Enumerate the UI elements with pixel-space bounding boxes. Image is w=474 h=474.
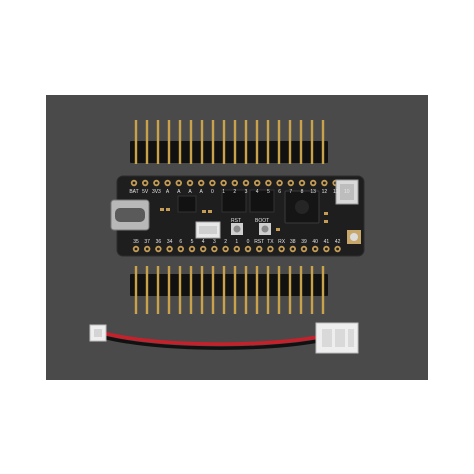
- header-pin: [288, 266, 292, 314]
- chip-2: [249, 189, 275, 213]
- top-pin-label: A: [188, 189, 192, 195]
- header-pin: [167, 266, 171, 314]
- bottom-pin-label: 42: [335, 239, 341, 245]
- header-pin: [244, 266, 248, 314]
- bottom-pin-label: 40: [312, 239, 318, 245]
- top-pin-label: 8: [301, 189, 304, 195]
- chip-regulator: [177, 195, 197, 213]
- bottom-pin-label: TX: [267, 239, 274, 245]
- header-pin: [255, 120, 259, 164]
- top-pin-label: A: [177, 189, 181, 195]
- top-pin-label: 12: [322, 189, 328, 195]
- header-pin: [321, 266, 325, 314]
- top-pin-label: 6: [278, 189, 281, 195]
- top-pin-label: 5V: [142, 189, 149, 195]
- header-pin: [277, 120, 281, 164]
- bottom-pin-label: 41: [324, 239, 330, 245]
- header-pin: [299, 120, 303, 164]
- bottom-pin-label: 36: [156, 239, 162, 245]
- header-pin: [200, 120, 204, 164]
- top-pin-label: 13: [310, 189, 316, 195]
- bottom-pin-label: 4: [202, 239, 205, 245]
- header-pin: [178, 266, 182, 314]
- header-pin: [211, 120, 215, 164]
- header-pin: [222, 266, 226, 314]
- top-pin-label: 5: [267, 189, 270, 195]
- header-pin: [189, 120, 193, 164]
- header-pin: [200, 266, 204, 314]
- top-pin-label: 3: [245, 189, 248, 195]
- bottom-pin-label: 3: [213, 239, 216, 245]
- bottom-pin-label: 35: [133, 239, 139, 245]
- boot-label: BOOT: [255, 218, 269, 224]
- bottom-pin-label: 34: [167, 239, 173, 245]
- header-pin: [266, 120, 270, 164]
- bottom-pin-label: 2: [224, 239, 227, 245]
- top-pin-label: 11: [333, 189, 338, 195]
- header-pin: [233, 266, 237, 314]
- jst-cable: [89, 322, 359, 354]
- header-pin: [156, 120, 160, 164]
- header-pin: [277, 266, 281, 314]
- header-pin: [321, 120, 325, 164]
- top-pin-label: 1: [222, 189, 225, 195]
- header-pin: [299, 266, 303, 314]
- bottom-pin-label: 38: [290, 239, 296, 245]
- bottom-pin-label: RX: [278, 239, 286, 245]
- top-pin-label: 4: [256, 189, 259, 195]
- top-pin-label: 0: [211, 189, 214, 195]
- bottom-pin-label: 1: [235, 239, 238, 245]
- top-pin-label: A: [200, 189, 204, 195]
- header-pin: [189, 266, 193, 314]
- header-pin: [266, 266, 270, 314]
- header-pin: [310, 120, 314, 164]
- top-pin-header: [130, 120, 328, 164]
- bottom-pin-label: 37: [144, 239, 150, 245]
- top-pin-label: 3V3: [152, 189, 161, 195]
- chip-1: [221, 189, 247, 213]
- bottom-pin-label: 39: [301, 239, 307, 245]
- top-pin-label: 2: [233, 189, 236, 195]
- top-pin-label: BAT: [129, 189, 138, 195]
- header-pin: [222, 120, 226, 164]
- header-pin: [310, 266, 314, 314]
- top-pin-label: A: [166, 189, 170, 195]
- header-pin: [145, 120, 149, 164]
- header-pin: [288, 120, 292, 164]
- header-pin: [233, 120, 237, 164]
- top-pin-label: 10: [344, 189, 350, 195]
- header-pin: [211, 266, 215, 314]
- header-pin: [156, 266, 160, 314]
- header-pin: [167, 120, 171, 164]
- header-pin: [134, 266, 138, 314]
- header-pin: [134, 120, 138, 164]
- bottom-pin-header: [130, 266, 328, 314]
- top-pin-label: 7: [289, 189, 292, 195]
- rst-label: RST: [231, 218, 241, 224]
- bottom-pin-label: 0: [247, 239, 250, 245]
- header-pin: [145, 266, 149, 314]
- header-pin: [255, 266, 259, 314]
- bottom-pin-label: RST: [254, 239, 264, 245]
- header-pin: [244, 120, 248, 164]
- bottom-pin-label: 6: [179, 239, 182, 245]
- bottom-pin-label: 5: [191, 239, 194, 245]
- header-pin: [178, 120, 182, 164]
